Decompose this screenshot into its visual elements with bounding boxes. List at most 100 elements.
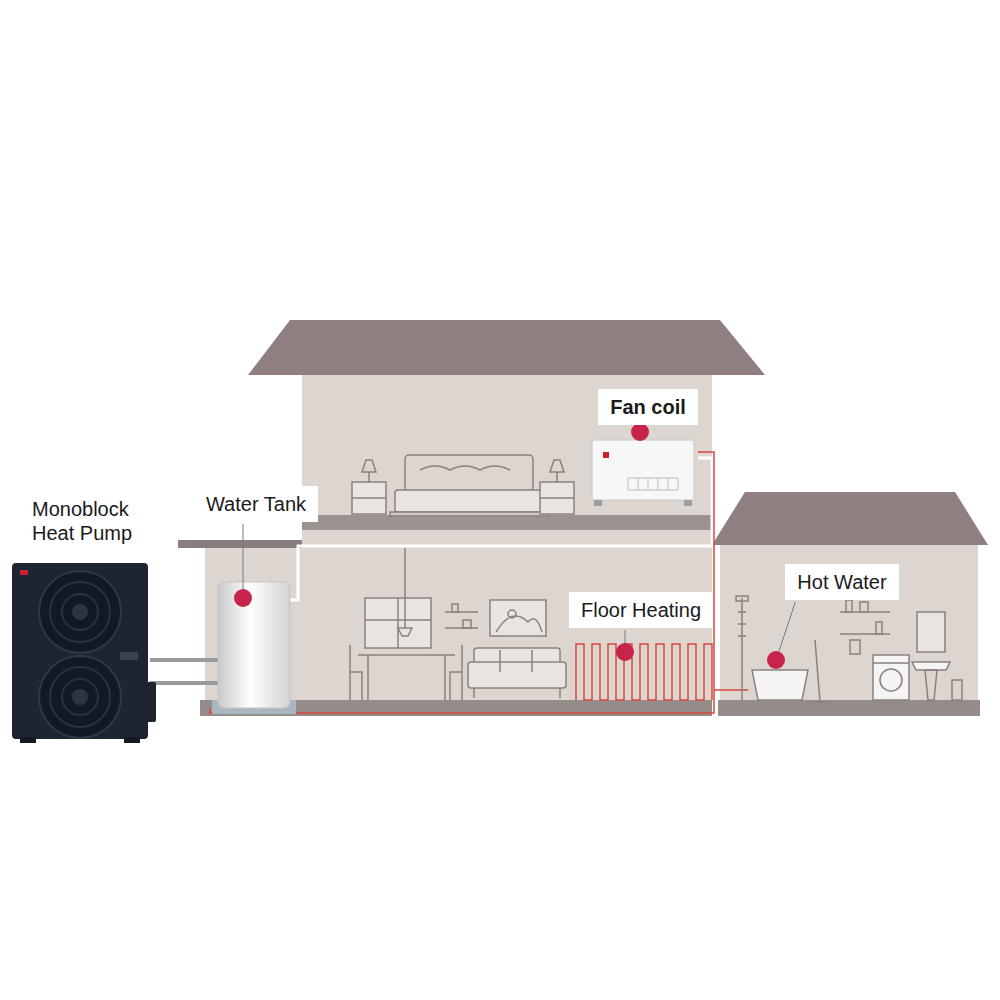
callout-box: Floor Heating [569, 592, 713, 628]
left-annex [205, 548, 302, 708]
heat-pump-unit [50, 667, 110, 727]
heat-pump-unit [20, 737, 36, 743]
living-room-furniture [452, 604, 458, 612]
callout-box: Water Tank [194, 486, 318, 522]
callout-text: Hot Water [797, 570, 886, 594]
bathroom-furniture [738, 623, 746, 625]
bathroom-furniture [736, 596, 748, 601]
bedroom-furniture [352, 455, 574, 516]
left-annex [178, 540, 303, 716]
bathroom-furniture [812, 701, 828, 703]
bedroom-furniture [540, 497, 574, 499]
living-room-furniture [398, 628, 412, 636]
fan-coil-unit [638, 478, 639, 490]
bathroom-furniture [736, 596, 962, 702]
callout-text: Fan coil [610, 395, 686, 419]
heat-pump-unit [20, 570, 28, 575]
living-room-furniture [496, 616, 542, 632]
living-room-furniture [445, 611, 478, 613]
main-house [302, 375, 712, 515]
part-label: Monoblock Heat Pump [32, 497, 157, 545]
main-house [302, 515, 712, 530]
fan-coil-unit [603, 452, 609, 458]
bedroom-furniture [405, 455, 533, 491]
living-room-furniture [490, 600, 546, 636]
heat-pump-unit [62, 594, 98, 630]
callout-box: Hot Water [785, 564, 898, 600]
heat-pump-unit [72, 604, 88, 620]
bathroom-furniture [846, 600, 852, 612]
bathroom-furniture [741, 598, 743, 700]
bathroom-furniture [752, 670, 808, 700]
pipes [150, 681, 218, 685]
left-annex [178, 540, 303, 548]
fan-coil-unit [668, 478, 669, 490]
living-room-furniture [473, 688, 475, 698]
heat-pump-unit [12, 563, 148, 739]
heat-pump-unit [62, 679, 98, 715]
heat-pump-unit [124, 737, 140, 743]
fan-coil-unit [648, 478, 649, 490]
marker-dot [616, 643, 634, 661]
main-house [248, 320, 765, 375]
bedroom-furniture [420, 466, 510, 470]
bedroom-furniture [395, 490, 543, 512]
bathroom-furniture [952, 680, 962, 700]
bedroom-furniture [540, 482, 574, 514]
bedroom-furniture [362, 460, 376, 472]
bathroom-furniture [738, 611, 746, 613]
pipes [150, 658, 218, 662]
main-house [302, 530, 712, 702]
bathroom-furniture [815, 640, 820, 702]
fan-coil-unit [594, 500, 602, 506]
bathroom-furniture [876, 622, 882, 634]
bathroom-furniture [912, 662, 950, 670]
living-room-furniture [531, 650, 533, 672]
fan-coil-unit [592, 440, 694, 506]
right-annex [712, 492, 988, 545]
marker-dot [234, 589, 252, 607]
heat-pump-unit [50, 582, 110, 642]
fan-coil-unit [628, 478, 678, 490]
living-room-furniture [365, 619, 431, 621]
bedroom-furniture [390, 512, 548, 516]
right-annex [720, 545, 978, 702]
bedroom-furniture [550, 460, 564, 472]
heat-pump-unit [39, 571, 121, 653]
living-room-furniture [468, 662, 566, 688]
fan-coil-unit [592, 440, 694, 500]
bedroom-furniture [368, 472, 370, 482]
bedroom-furniture [352, 497, 386, 499]
living-room-furniture [508, 610, 516, 618]
marker-dot [631, 423, 649, 441]
bathroom-furniture [873, 662, 909, 664]
living-room-furniture [350, 548, 566, 700]
living-room-furniture [499, 650, 501, 672]
bathroom-furniture [925, 670, 937, 700]
water-tank [218, 582, 290, 708]
bathroom-furniture [917, 612, 945, 652]
heat-pump-unit [72, 689, 88, 705]
heat-pump-unit [12, 563, 156, 743]
leader-line [243, 524, 244, 598]
living-room-furniture [463, 620, 471, 628]
bathroom-furniture [860, 602, 868, 612]
fan-coil-unit [684, 500, 692, 506]
bathroom-furniture [850, 640, 860, 654]
living-room-furniture [358, 654, 455, 656]
living-room-furniture [397, 598, 399, 648]
pipes [714, 689, 748, 691]
fan-coil-unit [658, 478, 659, 490]
marker-dot [767, 651, 785, 669]
callout-text: Water Tank [206, 492, 306, 516]
bathroom-furniture [738, 635, 746, 637]
heat-pump-unit [120, 652, 138, 660]
living-room-furniture [365, 598, 431, 648]
right-annex [712, 492, 988, 716]
floor-heating-pipe [576, 644, 712, 700]
living-room-furniture [350, 645, 362, 700]
heat-pump-unit [39, 656, 121, 738]
